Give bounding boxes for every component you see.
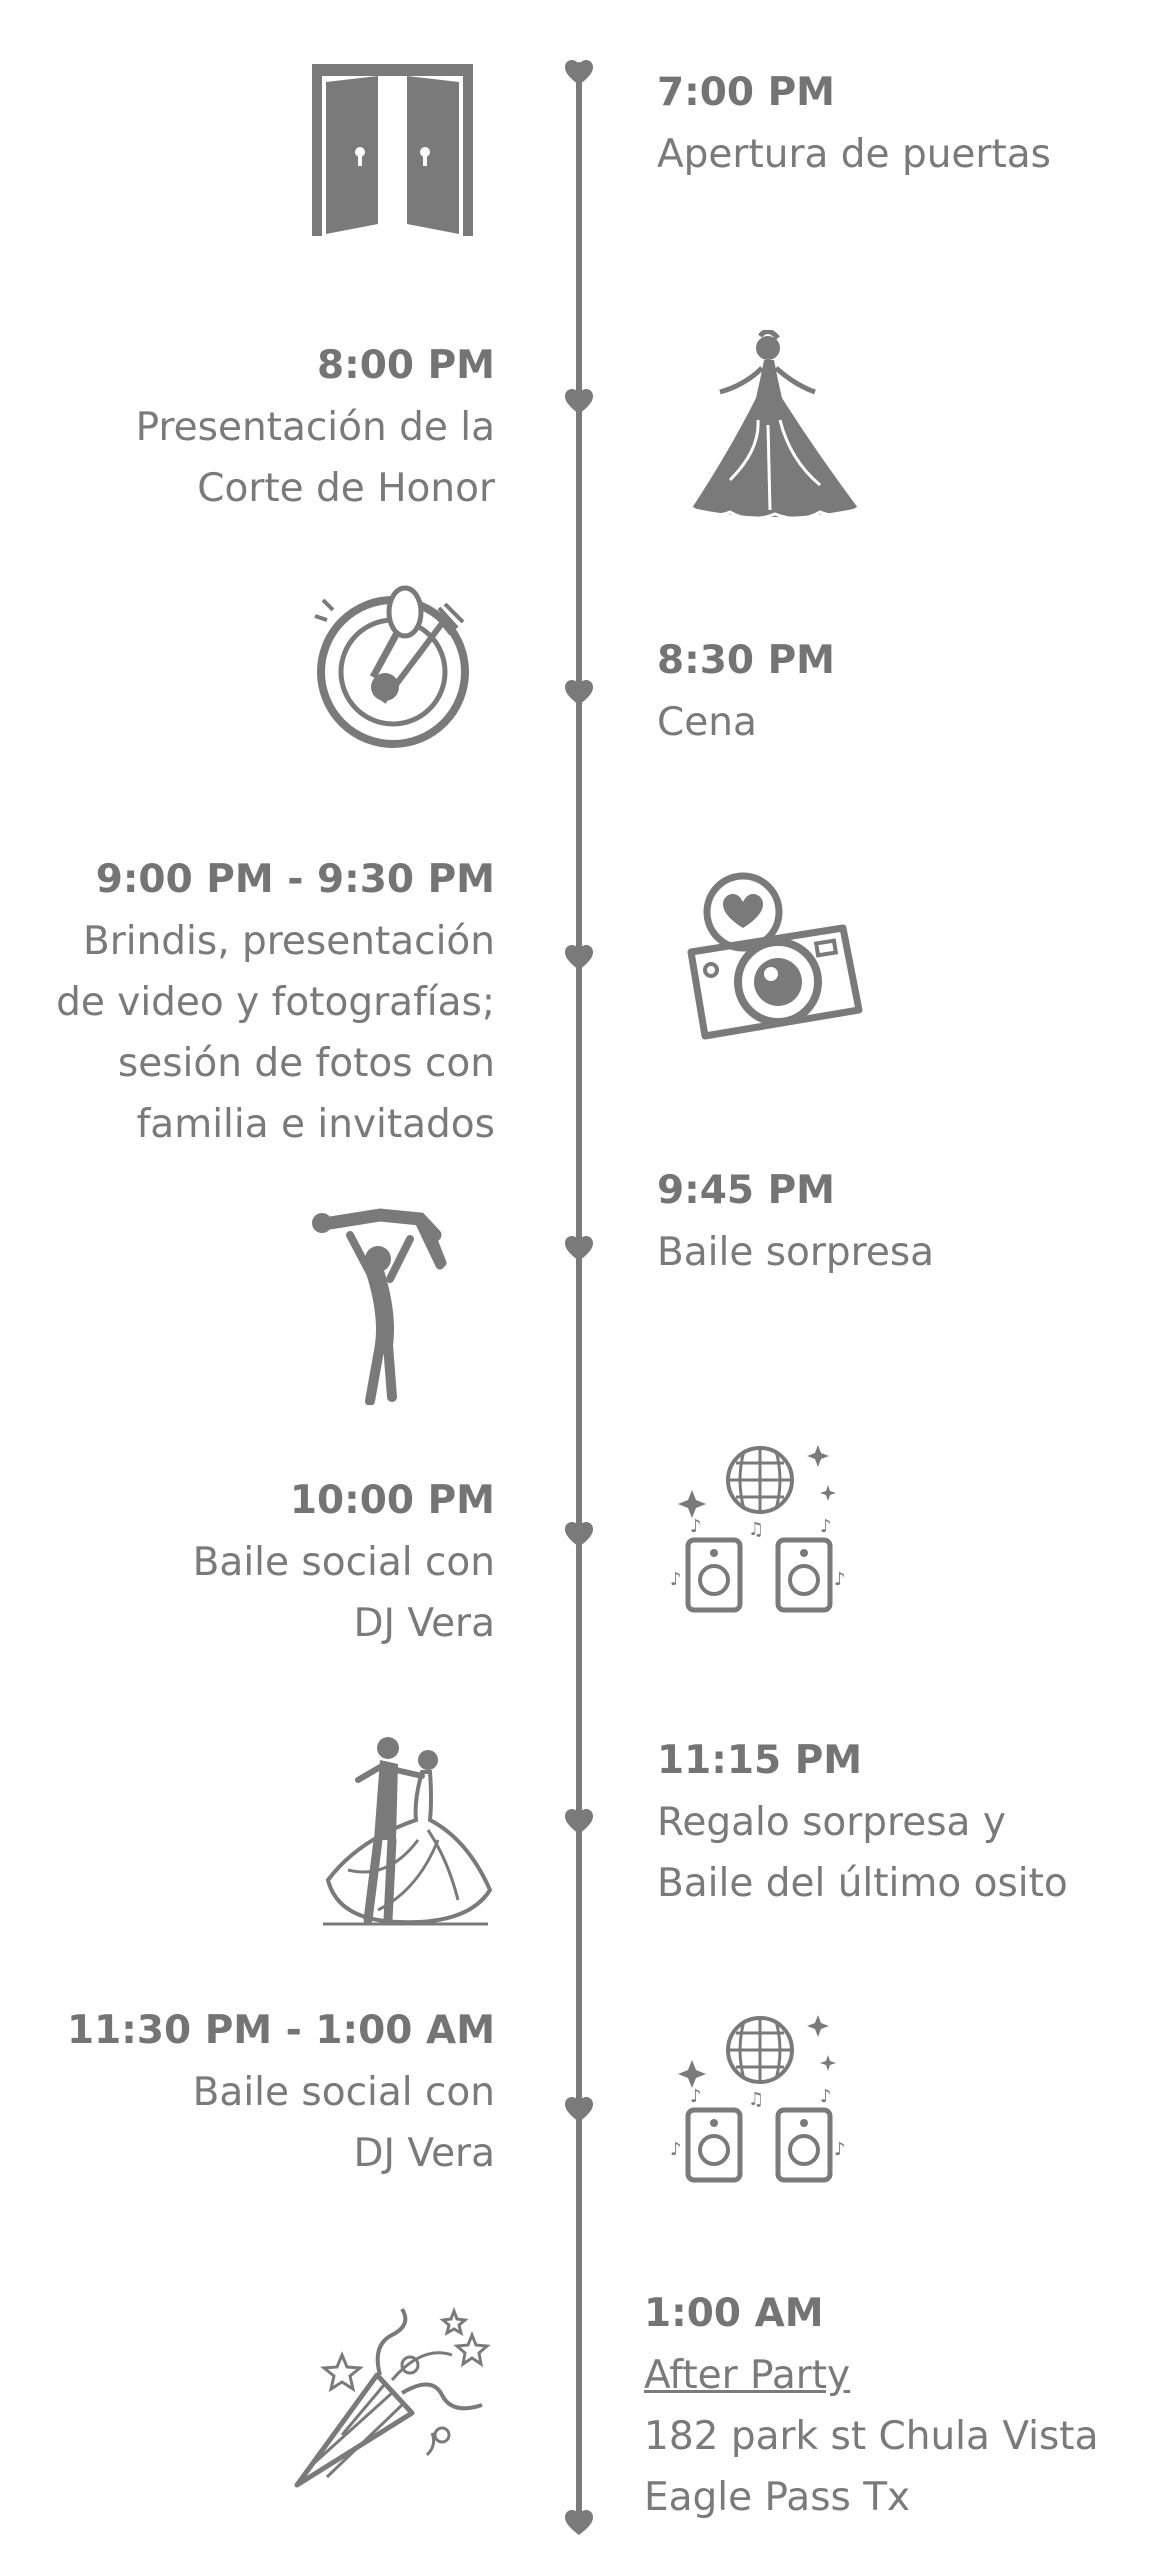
svg-text:♪: ♪ bbox=[690, 1516, 702, 1537]
heart-marker-icon bbox=[565, 1809, 593, 1835]
event-item: 8:30 PM Cena bbox=[657, 630, 835, 753]
event-description: Regalo sorpresa y Baile del último osito bbox=[657, 1800, 1068, 1906]
event-time: 1:00 AM bbox=[644, 2291, 824, 2336]
event-description: Baile social con DJ Vera bbox=[192, 1540, 495, 1646]
heart-marker-icon bbox=[565, 389, 593, 415]
event-item: 9:45 PM Baile sorpresa bbox=[657, 1160, 934, 1283]
svg-text:♪: ♪ bbox=[834, 2139, 846, 2160]
event-address: 182 park st Chula Vista Eagle Pass Tx bbox=[644, 2414, 1099, 2520]
event-time: 8:30 PM bbox=[657, 638, 835, 683]
disco-speakers-icon: ♪ ♫ ♪ ♪ ♪ bbox=[670, 2005, 850, 2185]
heart-marker-icon bbox=[565, 1236, 593, 1262]
event-time: 11:30 PM - 1:00 AM bbox=[66, 2008, 495, 2053]
event-item: 11:15 PM Regalo sorpresa y Baile del últ… bbox=[657, 1730, 1068, 1914]
event-time: 10:00 PM bbox=[289, 1478, 495, 1523]
heart-marker-icon bbox=[565, 60, 593, 86]
after-party-link[interactable]: After Party bbox=[644, 2353, 851, 2398]
event-time: 9:45 PM bbox=[657, 1168, 835, 1213]
heart-marker-icon bbox=[565, 1522, 593, 1548]
event-description: Brindis, presentación de video y fotogra… bbox=[56, 919, 495, 1147]
event-item: 7:00 PM Apertura de puertas bbox=[657, 62, 1051, 185]
dinner-plate-icon bbox=[313, 582, 478, 752]
event-description: Apertura de puertas bbox=[657, 132, 1051, 177]
svg-text:♪: ♪ bbox=[834, 1569, 846, 1590]
event-item: 1:00 AM After Party 182 park st Chula Vi… bbox=[644, 2283, 1098, 2528]
event-item: 11:30 PM - 1:00 AM Baile social con DJ V… bbox=[67, 2000, 495, 2184]
svg-text:♪: ♪ bbox=[690, 2086, 702, 2107]
heart-marker-icon bbox=[565, 2510, 593, 2536]
disco-speakers-icon: ♪ ♫ ♪ ♪ ♪ bbox=[670, 1435, 850, 1615]
heart-marker-icon bbox=[565, 945, 593, 971]
event-item: 8:00 PM Presentación de la Corte de Hono… bbox=[136, 335, 495, 519]
event-time: 11:15 PM bbox=[657, 1738, 863, 1783]
heart-marker-icon bbox=[565, 2097, 593, 2123]
dance-lift-icon bbox=[310, 1205, 450, 1405]
camera-icon bbox=[683, 870, 868, 1045]
event-time: 7:00 PM bbox=[657, 70, 835, 115]
event-description: Presentación de la Corte de Honor bbox=[135, 405, 495, 511]
heart-marker-icon bbox=[565, 680, 593, 706]
event-description: Cena bbox=[657, 700, 757, 745]
svg-text:♪: ♪ bbox=[820, 1516, 832, 1537]
event-description: Baile sorpresa bbox=[657, 1230, 935, 1275]
door-icon bbox=[310, 62, 475, 237]
event-time: 9:00 PM - 9:30 PM bbox=[95, 857, 495, 902]
waltz-couple-icon bbox=[318, 1730, 493, 1930]
event-time: 8:00 PM bbox=[317, 343, 495, 388]
svg-text:♫: ♫ bbox=[748, 1519, 764, 1540]
svg-text:♪: ♪ bbox=[820, 2086, 832, 2107]
svg-text:♪: ♪ bbox=[670, 2139, 682, 2160]
ballgown-icon bbox=[690, 330, 860, 525]
event-item: 9:00 PM - 9:30 PM Brindis, presentación … bbox=[56, 849, 495, 1155]
party-popper-icon bbox=[292, 2305, 502, 2490]
svg-text:♪: ♪ bbox=[670, 1569, 682, 1590]
event-item: 10:00 PM Baile social con DJ Vera bbox=[193, 1470, 495, 1654]
event-description: Baile social con DJ Vera bbox=[192, 2070, 495, 2176]
svg-text:♫: ♫ bbox=[748, 2089, 764, 2110]
timeline-line bbox=[576, 62, 582, 2522]
